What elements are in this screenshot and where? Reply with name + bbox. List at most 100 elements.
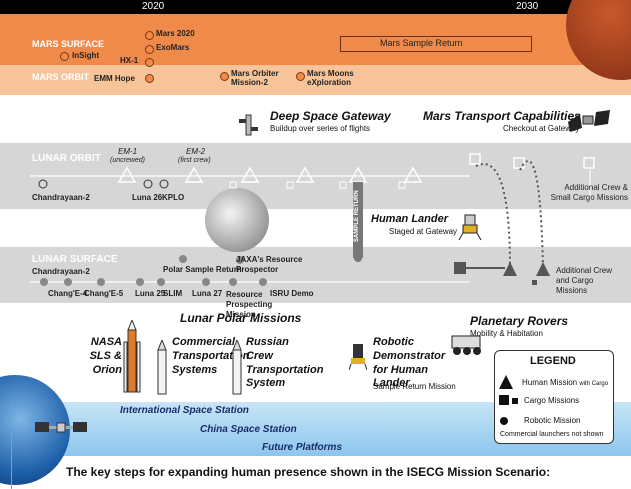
commercial-rocket-icon xyxy=(156,340,168,398)
robotic-demonstrator-title: Robotic Demonstrator for Human Lander xyxy=(373,336,446,390)
change5-label: Chang'E-5 xyxy=(84,289,124,298)
isru-demo-marker xyxy=(259,278,267,286)
mmx-marker xyxy=(296,72,305,81)
surface-human-triangle xyxy=(503,262,517,276)
legend-note: Commercial launchers not shown xyxy=(500,431,604,438)
jaxa-prospector-marker xyxy=(236,256,244,264)
lunar-surface-band xyxy=(0,247,631,303)
resource-prospecting-marker xyxy=(229,278,237,286)
commercial-label: Commercial Transportation Systems xyxy=(172,336,250,376)
change5-marker xyxy=(97,278,105,286)
kplo-label: KPLO xyxy=(162,193,185,202)
chandrayaan-orbit-label: Chandrayaan-2 xyxy=(32,193,90,202)
footer-caption: The key steps for expanding human presen… xyxy=(66,465,551,479)
resource-prospecting-label: Resource Prospecting Mission xyxy=(226,290,273,319)
mars-2020-label: Mars 2020 xyxy=(156,29,195,38)
human-lander-subtitle: Staged at Gateway xyxy=(389,227,458,236)
chandrayaan-surface-marker xyxy=(40,278,48,286)
mars-orbiter-2-marker xyxy=(220,72,229,81)
lunar-surface-additional: Additional Crew and Cargo Missions xyxy=(556,266,613,295)
mmx-label: Mars Moons eXploration xyxy=(307,69,354,88)
change4-label: Chang'E-4 xyxy=(48,289,88,298)
jaxa-prospector-label: JAXA's Resource Prospector xyxy=(236,255,303,274)
insight-marker xyxy=(60,52,69,61)
lunar-orbit-flight-triangle xyxy=(295,166,315,183)
lunar-surface-label: LUNAR SURFACE xyxy=(32,254,118,265)
mars-transport-title: Mars Transport Capabilities xyxy=(423,109,581,123)
mars-2020-marker xyxy=(145,31,154,40)
insight-label: InSight xyxy=(72,51,100,60)
em2-triangle xyxy=(184,166,204,183)
cargo-square xyxy=(229,181,237,189)
mars-orbit-label: MARS ORBIT xyxy=(32,72,89,82)
legend-small-square-icon xyxy=(512,398,518,404)
iss-label: International Space Station xyxy=(120,405,249,416)
surface-human-triangle xyxy=(536,262,550,276)
legend-square-icon xyxy=(499,395,509,405)
gateway-subtitle: Buildup over series of flights xyxy=(270,124,371,133)
lunar-orbit-flight-triangle xyxy=(240,166,260,183)
cargo-square xyxy=(398,181,406,189)
gateway-station-icon xyxy=(238,113,260,137)
mars-transport-subtitle: Checkout at Gateway xyxy=(503,124,580,133)
mars-sample-return-box xyxy=(340,36,532,52)
hx1-marker xyxy=(145,58,154,67)
lander-descent-path xyxy=(475,163,511,269)
mars-transport-cargo-square xyxy=(513,157,525,169)
exomars-marker xyxy=(145,45,154,54)
legend-cargo: Cargo Missions xyxy=(524,396,580,405)
robotic-demonstrator-icon xyxy=(349,340,367,370)
luna27-marker xyxy=(202,278,210,286)
human-lander-title: Human Lander xyxy=(371,213,449,225)
sls-label: NASA SLS & Orion xyxy=(89,336,122,376)
css-label: China Space Station xyxy=(200,424,297,435)
mars-surface-label: MARS SURFACE xyxy=(32,39,105,49)
rovers-subtitle: Mobility & Habitation xyxy=(470,329,543,338)
rovers-title: Planetary Rovers xyxy=(470,314,569,328)
left-divider xyxy=(11,402,12,489)
legend-robotic: Robotic Mission xyxy=(524,416,581,425)
surface-cargo-small xyxy=(532,280,537,285)
polar-sample-return-marker xyxy=(179,255,187,263)
timeline-bar xyxy=(0,0,631,14)
moon-image xyxy=(205,188,269,252)
lunar-orbit-additional: Additional Crew & Small Cargo Missions xyxy=(550,183,628,202)
change4-marker xyxy=(64,278,72,286)
cargo-square xyxy=(339,181,347,189)
kplo-marker xyxy=(159,179,169,189)
luna27-label: Luna 27 xyxy=(192,289,223,298)
legend-title: LEGEND xyxy=(530,355,576,367)
lunar-orbit-label: LUNAR ORBIT xyxy=(32,153,101,164)
emm-hope-label: EMM Hope xyxy=(94,74,135,83)
sls-rocket-icon xyxy=(122,320,142,398)
luna25-marker xyxy=(136,278,144,286)
em1-triangle xyxy=(117,166,137,183)
luna25-label: Luna 25 xyxy=(135,289,166,298)
mars-transport-cargo-square xyxy=(469,153,481,165)
em1-label: EM-1 xyxy=(118,147,138,156)
robotic-demonstrator-subtitle: Sample Return Mission xyxy=(373,382,456,391)
legend-circle-icon xyxy=(500,417,508,425)
russian-rocket-icon xyxy=(231,340,243,398)
gateway-title: Deep Space Gateway xyxy=(270,109,391,123)
legend-box xyxy=(494,350,614,444)
polar-sample-return-label: Polar Sample Return xyxy=(163,265,242,274)
chandrayaan-surface-label: Chandrayaan-2 xyxy=(32,267,90,276)
footer-band xyxy=(0,456,631,489)
human-lander-icon xyxy=(458,212,482,242)
luna26-marker xyxy=(143,179,153,189)
slim-label: SLIM xyxy=(163,289,183,298)
lunar-polar-missions-title: Lunar Polar Missions xyxy=(180,311,302,325)
year-2020: 2020 xyxy=(142,1,165,12)
mars-orbit-band xyxy=(0,65,631,95)
mars-sample-return-label: Mars Sample Return xyxy=(380,38,463,48)
mars-transport-cargo-square xyxy=(583,157,595,169)
em1-note: (uncrewed) xyxy=(110,157,146,164)
luna26-label: Luna 26 xyxy=(132,193,163,202)
emm-hope-marker xyxy=(145,74,154,83)
hx1-label: HX-1 xyxy=(120,56,139,65)
legend-human: Human Mission with Cargo xyxy=(522,378,609,388)
iss-icon xyxy=(35,418,87,438)
